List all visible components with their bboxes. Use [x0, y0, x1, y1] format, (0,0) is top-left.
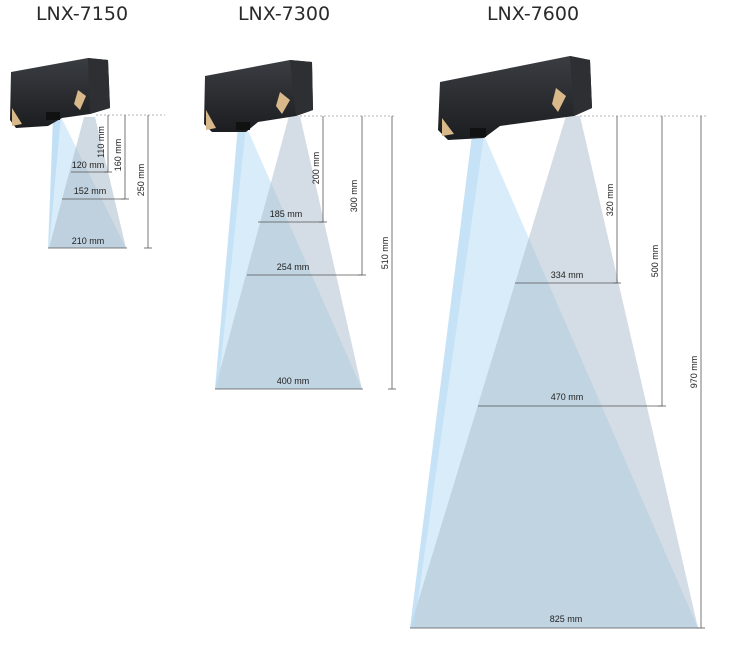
height-label-1: 110 mm	[96, 126, 106, 158]
width-label-2: 470 mm	[551, 392, 584, 402]
sensor-housing	[204, 60, 313, 132]
camera-beam	[49, 117, 126, 248]
width-label-1: 334 mm	[551, 270, 584, 280]
sensor-housing	[438, 56, 592, 140]
height-label-3: 250 mm	[136, 164, 146, 197]
model-lnx-7600: LNX-7600 320 mm 500 mm 970 mm 334 mm 470…	[410, 3, 708, 629]
laser-edge	[410, 135, 484, 628]
camera-beam	[410, 116, 698, 628]
laser-edge	[215, 126, 246, 389]
width-label-1: 185 mm	[270, 209, 303, 219]
height-label-1: 200 mm	[311, 152, 321, 185]
height-label-2: 300 mm	[349, 180, 359, 213]
model-title: LNX-7150	[36, 3, 128, 25]
height-label-2: 500 mm	[650, 245, 660, 278]
model-title: LNX-7300	[238, 3, 330, 25]
model-title: LNX-7600	[487, 3, 579, 25]
width-label-3: 400 mm	[277, 376, 310, 386]
camera-beam	[215, 116, 362, 389]
height-label-3: 970 mm	[689, 356, 699, 389]
sensor-housing	[10, 58, 110, 128]
width-label-2: 152 mm	[74, 186, 107, 196]
width-label-3: 210 mm	[72, 236, 105, 246]
model-lnx-7300: LNX-7300 200 mm 300 mm 510 mm 185 mm 254…	[204, 3, 396, 390]
width-label-3: 825 mm	[550, 614, 583, 624]
height-label-3: 510 mm	[380, 237, 390, 270]
height-label-1: 320 mm	[605, 184, 615, 217]
width-label-2: 254 mm	[277, 262, 310, 272]
model-lnx-7150: LNX-7150 110 mm 160 mm 250 mm 120 mm 152…	[10, 3, 165, 249]
height-label-2: 160 mm	[113, 139, 123, 172]
width-label-1: 120 mm	[72, 160, 105, 170]
